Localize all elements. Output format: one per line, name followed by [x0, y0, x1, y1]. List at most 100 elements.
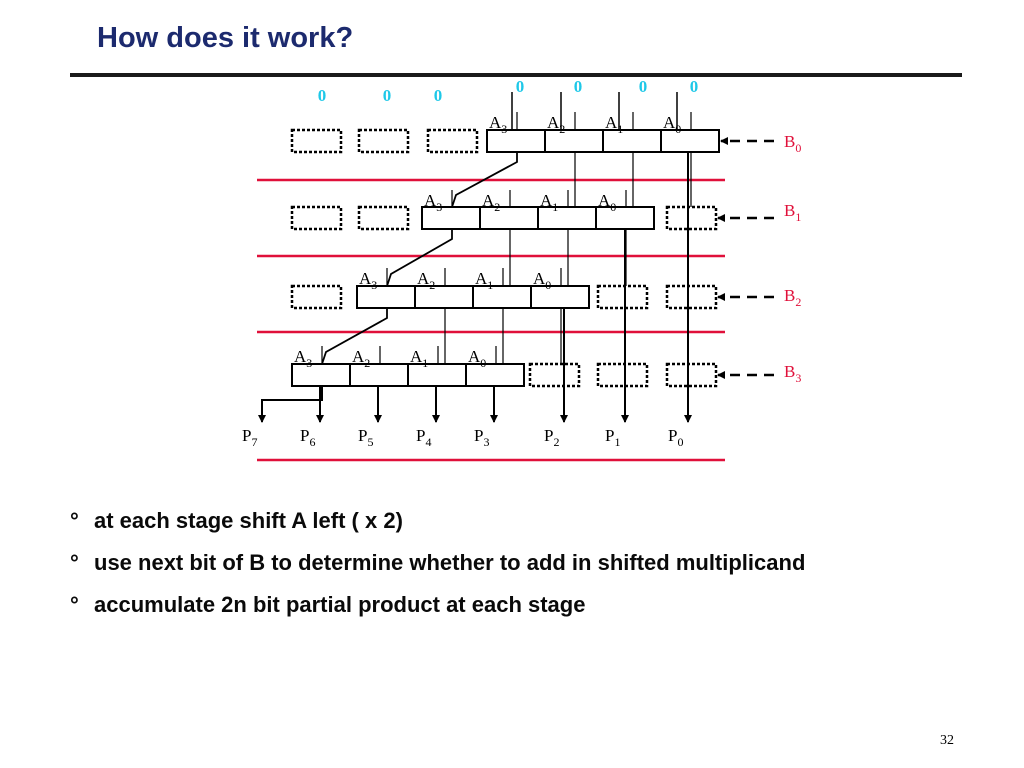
page-number: 32	[940, 733, 954, 748]
product-bit-label-subscript: 3	[483, 435, 489, 449]
a-bit-label-subscript: 3	[436, 200, 442, 214]
a-bit-label-subscript: 1	[552, 200, 558, 214]
b-bit-label-subscript: 3	[795, 371, 801, 385]
a-bit-label: A0	[533, 269, 551, 292]
b-bit-label-subscript: 1	[795, 210, 801, 224]
slide-title: How does it work?	[97, 22, 354, 54]
a-bit-label-subscript: 3	[371, 278, 377, 292]
a-bit-label-subscript: 0	[545, 278, 551, 292]
product-bit-label-letter: P	[358, 426, 367, 445]
product-bit-label: P7	[242, 426, 257, 449]
b-bit-label-subscript: 2	[795, 295, 801, 309]
adder-cell	[421, 206, 481, 230]
a-bit-label-subscript: 1	[617, 122, 623, 136]
a-bit-label-letter: A	[540, 191, 553, 210]
carry-in-zero: 0	[639, 77, 648, 96]
adder-cell	[530, 285, 590, 309]
adder-cell	[349, 363, 409, 387]
bullet-list: ° at each stage shift A left ( x 2) ° us…	[70, 508, 910, 634]
a-bit-label: A1	[540, 191, 558, 214]
a-bit-label-subscript: 1	[422, 356, 428, 370]
a-bit-label-letter: A	[482, 191, 495, 210]
shift-wire	[451, 152, 518, 208]
a-bit-label: A3	[424, 191, 442, 214]
adder-cell	[602, 129, 662, 153]
a-bit-label: A1	[605, 113, 623, 136]
carry-in-zero: 0	[434, 86, 443, 105]
a-bit-label-letter: A	[533, 269, 546, 288]
a-bit-label-letter: A	[424, 191, 437, 210]
empty-cell	[357, 128, 410, 154]
a-bit-label: A1	[410, 347, 428, 370]
b-bit-label-letter: B	[784, 286, 795, 305]
product-bit-label-letter: P	[544, 426, 553, 445]
adder-cell	[407, 363, 467, 387]
carry-in-zero: 0	[690, 77, 699, 96]
product-bit-label: P2	[544, 426, 559, 449]
a-bit-label-subscript: 3	[501, 122, 507, 136]
product-bit-label-subscript: 5	[367, 435, 373, 449]
a-bit-label-letter: A	[359, 269, 372, 288]
bullet-mark: °	[70, 550, 79, 575]
a-bit-label: A0	[468, 347, 486, 370]
bullet-mark: °	[70, 592, 79, 617]
a-bit-label-letter: A	[663, 113, 676, 132]
b-bit-label-subscript: 0	[795, 141, 801, 155]
empty-cell	[426, 128, 479, 154]
a-bit-label: A2	[547, 113, 565, 136]
a-bit-label-letter: A	[489, 113, 502, 132]
output-wire-p7	[258, 386, 323, 423]
empty-cell	[528, 362, 581, 388]
adder-cell	[486, 129, 546, 153]
empty-cell	[596, 284, 649, 310]
product-bit-label-subscript: 2	[553, 435, 559, 449]
b-bit-label: B1	[784, 201, 801, 224]
adder-cell	[537, 206, 597, 230]
shift-wire	[321, 308, 388, 365]
a-bit-label: A1	[475, 269, 493, 292]
bullet-text: at each stage shift A left ( x 2)	[94, 508, 403, 533]
b-bit-label: B0	[784, 132, 801, 155]
product-bit-label: P4	[416, 426, 431, 449]
empty-cell	[290, 284, 343, 310]
adder-cell	[465, 363, 525, 387]
a-bit-label: A3	[489, 113, 507, 136]
a-bit-label: A3	[359, 269, 377, 292]
a-bit-label-subscript: 1	[487, 278, 493, 292]
b-bit-label: B3	[784, 362, 801, 385]
a-bit-label-letter: A	[352, 347, 365, 366]
a-bit-label-letter: A	[417, 269, 430, 288]
product-bit-label-letter: P	[416, 426, 425, 445]
b-bit-label-letter: B	[784, 362, 795, 381]
empty-cell	[290, 205, 343, 231]
a-bit-label-subscript: 0	[675, 122, 681, 136]
a-bit-label: A2	[482, 191, 500, 214]
a-bit-label-letter: A	[468, 347, 481, 366]
product-bit-label-subscript: 4	[425, 435, 431, 449]
a-bit-label-subscript: 2	[364, 356, 370, 370]
a-bit-label: A0	[598, 191, 616, 214]
product-bit-label-letter: P	[668, 426, 677, 445]
a-bit-label-letter: A	[294, 347, 307, 366]
product-bit-label-subscript: 0	[677, 435, 683, 449]
adder-cell	[479, 206, 539, 230]
adder-cell	[595, 206, 655, 230]
product-bit-label: P0	[668, 426, 683, 449]
a-bit-label: A3	[294, 347, 312, 370]
product-bit-label: P6	[300, 426, 315, 449]
a-bit-label: A2	[417, 269, 435, 292]
b-bit-label-letter: B	[784, 132, 795, 151]
shift-wire	[386, 229, 453, 287]
empty-cell	[596, 362, 649, 388]
adder-cell	[544, 129, 604, 153]
a-bit-label-letter: A	[475, 269, 488, 288]
adder-cell	[414, 285, 474, 309]
a-bit-label: A0	[663, 113, 681, 136]
bullet-text: accumulate 2n bit partial product at eac…	[94, 592, 586, 617]
product-bit-label: P5	[358, 426, 373, 449]
product-bit-label: P3	[474, 426, 489, 449]
empty-cell	[665, 362, 718, 388]
a-bit-label-letter: A	[598, 191, 611, 210]
product-bit-label-letter: P	[242, 426, 251, 445]
